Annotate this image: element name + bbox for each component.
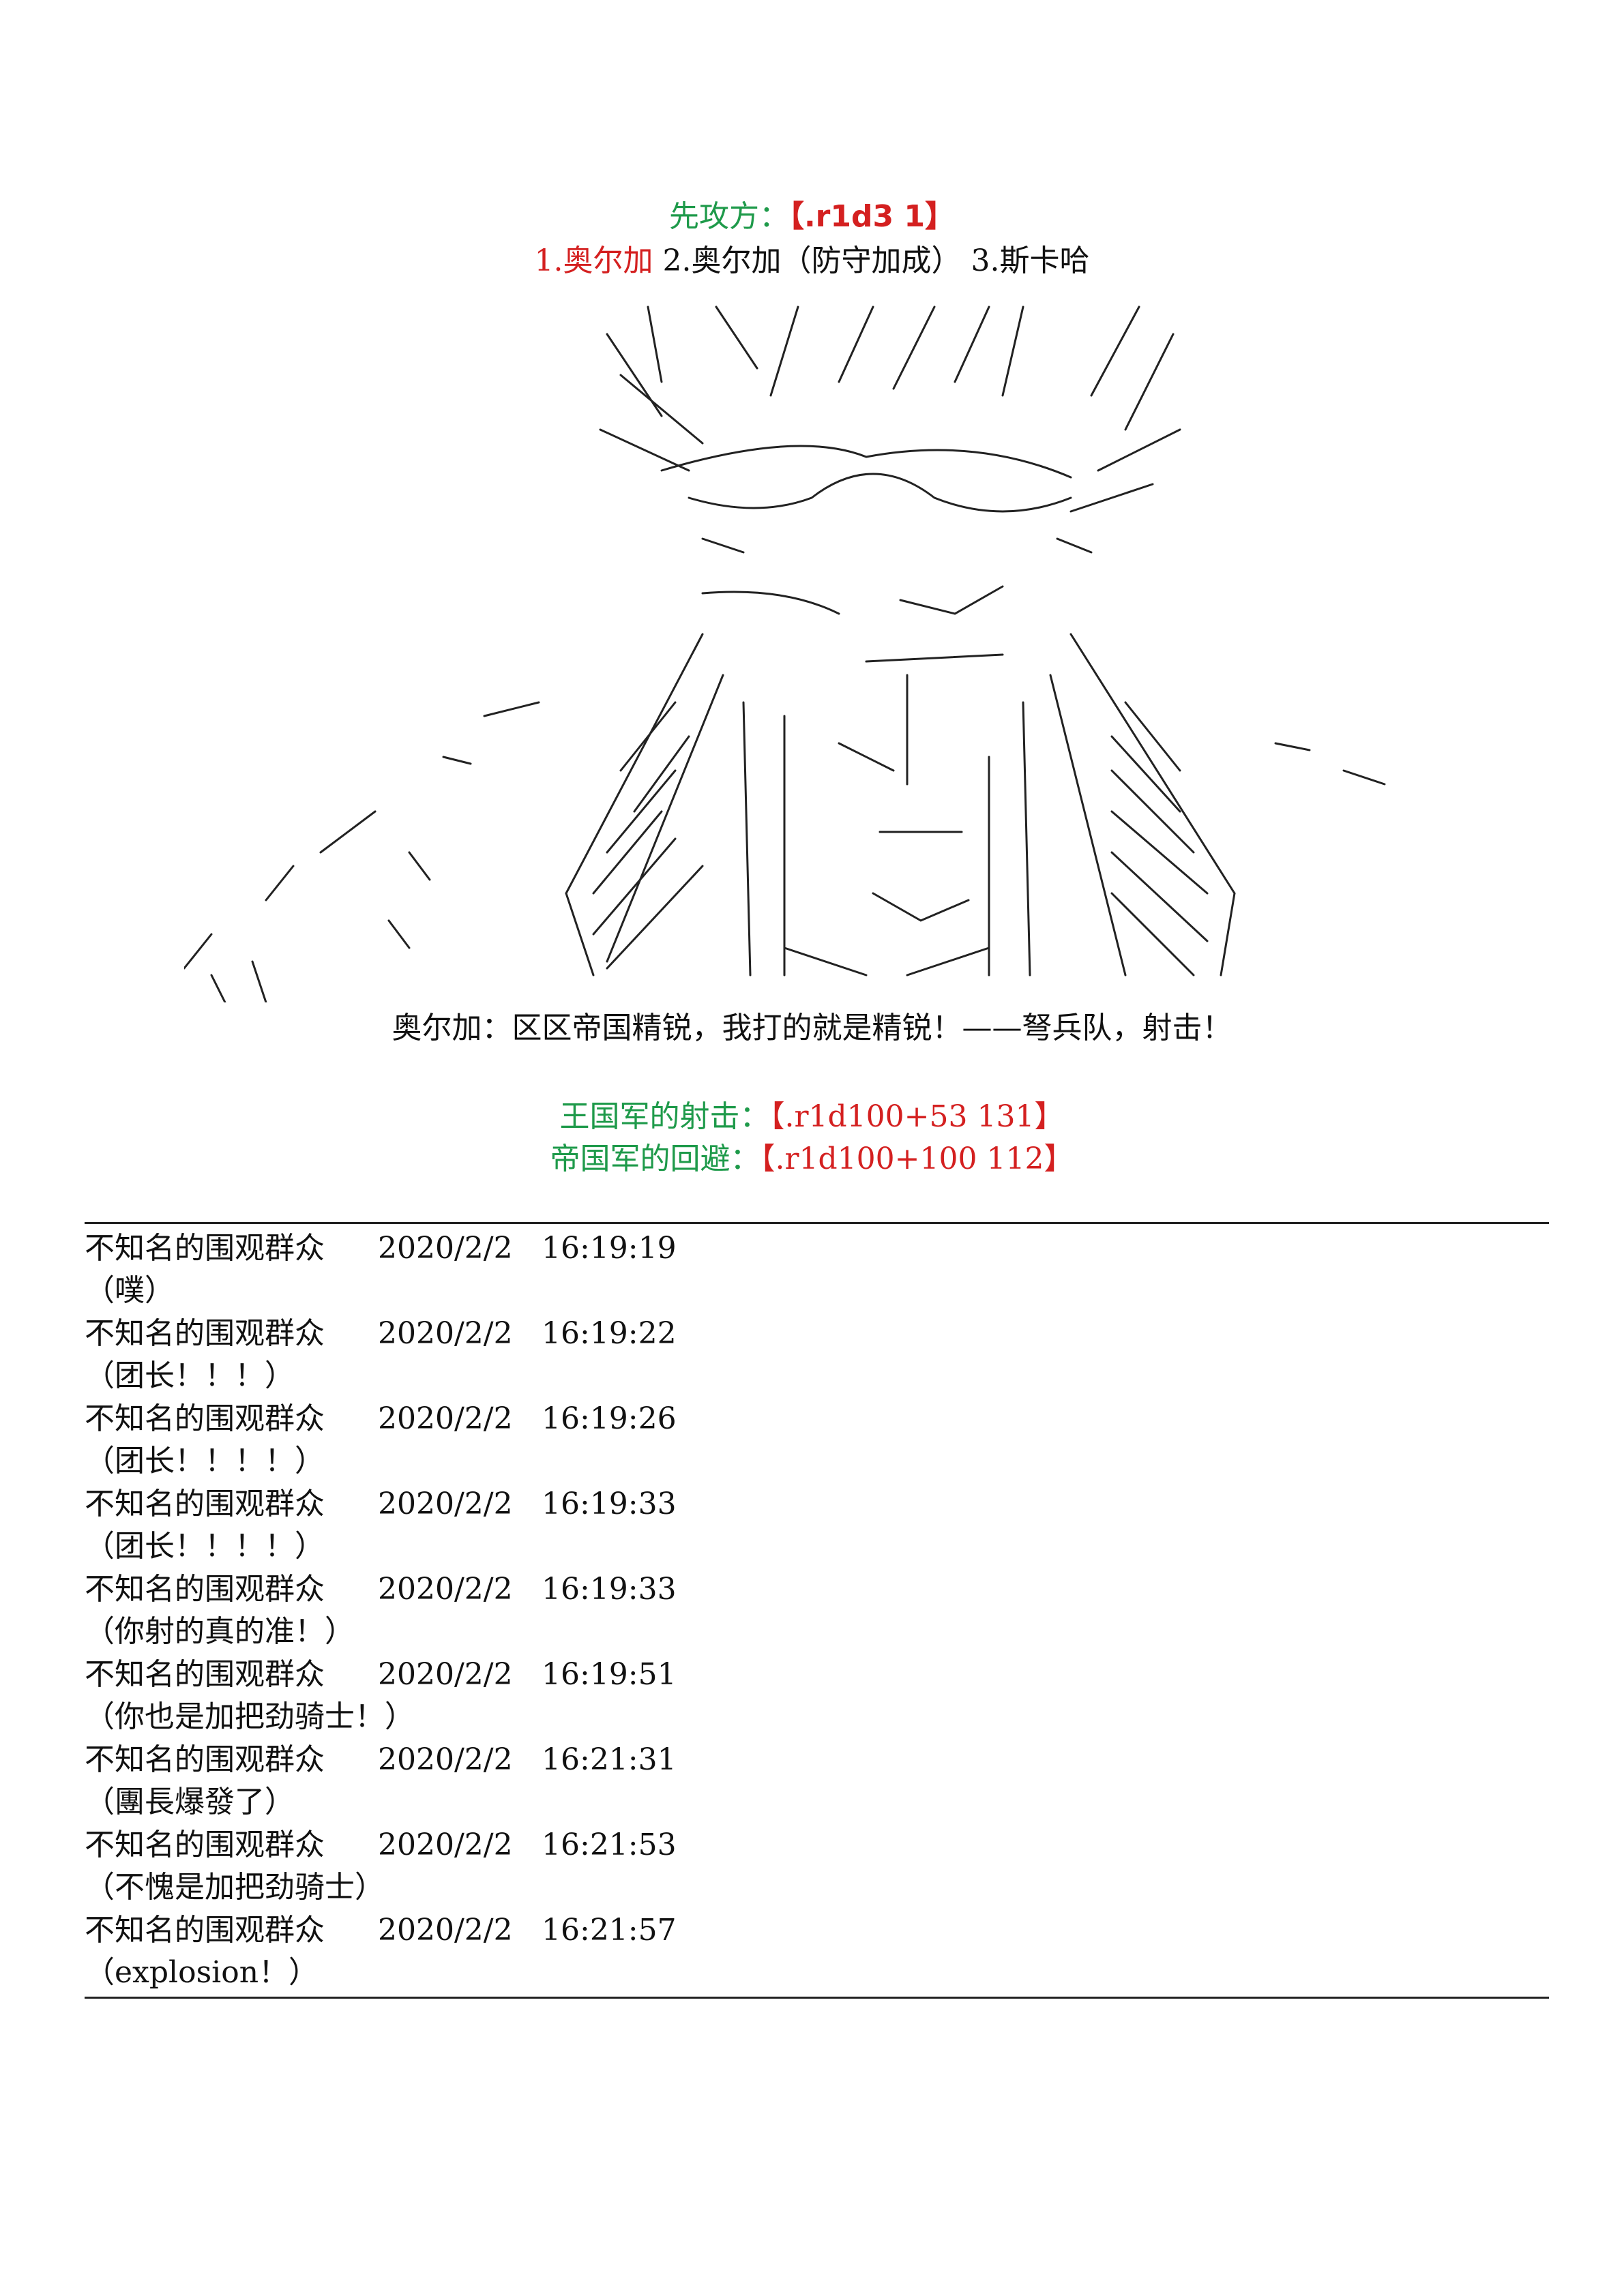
comment-text: （explosion！）: [85, 1955, 319, 1990]
comment-text: （团长！！！！）: [85, 1444, 325, 1478]
comment-user: 不知名的围观群众: [85, 1828, 325, 1862]
comment-item: 不知名的围观群众 2020/2/2 16:21:53 （不愧是加把劲骑士）: [85, 1824, 1549, 1909]
kingdom-shot-roll: 【.r1d100+53 131】: [769, 1099, 1065, 1134]
comment-user: 不知名的围观群众: [85, 1487, 325, 1521]
comment-date: 2020/2/2: [378, 1657, 513, 1692]
comment-text: （团长！！！！）: [85, 1529, 325, 1564]
empire-evade-line: 帝国军的回避：【.r1d100+100 112】: [0, 1140, 1624, 1178]
empire-evade-label: 帝国军的回避：: [550, 1142, 761, 1176]
dialogue-line: 奥尔加：区区帝国精锐，我打的就是精锐！——弩兵队，射击！: [392, 1011, 1232, 1045]
comment-item: 不知名的围观群众 2020/2/2 16:19:19 （噗）: [85, 1227, 1549, 1313]
comment-time: 16:21:53: [542, 1828, 677, 1862]
option-1: 1.奥尔加: [534, 243, 653, 278]
option-3: 3.斯卡哈: [971, 243, 1090, 278]
comment-time: 16:19:22: [542, 1316, 677, 1351]
comment-date: 2020/2/2: [378, 1913, 513, 1948]
comment-item: 不知名的围观群众 2020/2/2 16:19:33 （你射的真的准！）: [85, 1568, 1549, 1654]
comment-text: （噗）: [85, 1273, 175, 1308]
comment-user: 不知名的围观群众: [85, 1913, 325, 1948]
comment-list: 不知名的围观群众 2020/2/2 16:19:19 （噗） 不知名的围观群众 202…: [85, 1227, 1549, 1995]
comment-date: 2020/2/2: [378, 1401, 513, 1436]
comment-user: 不知名的围观群众: [85, 1572, 325, 1607]
option-2: 2.奥尔加（防守加成）: [662, 243, 962, 278]
first-attacker-label: 先攻方：: [668, 199, 789, 234]
comment-text: （团长！！！）: [85, 1358, 295, 1393]
comment-user: 不知名的围观群众: [85, 1657, 325, 1692]
comment-date: 2020/2/2: [378, 1742, 513, 1777]
comment-time: 16:19:33: [542, 1487, 677, 1521]
comment-time: 16:21:31: [542, 1742, 677, 1777]
comment-item: 不知名的围观群众 2020/2/2 16:21:31 （團長爆發了）: [85, 1739, 1549, 1824]
comment-text: （團長爆發了）: [85, 1785, 295, 1819]
comments-top-divider: [85, 1222, 1549, 1224]
comment-user: 不知名的围观群众: [85, 1231, 325, 1266]
kingdom-shot-line: 王国军的射击：【.r1d100+53 131】: [0, 1098, 1624, 1136]
comment-item: 不知名的围观群众 2020/2/2 16:19:33 （团长！！！！）: [85, 1483, 1549, 1568]
kingdom-shot-label: 王国军的射击：: [559, 1099, 770, 1134]
comment-time: 16:21:57: [542, 1913, 677, 1948]
comments-bottom-divider: [85, 1997, 1549, 1999]
comment-time: 16:19:26: [542, 1401, 677, 1436]
comment-time: 16:19:33: [542, 1572, 677, 1607]
comment-text: （你也是加把劲骑士！）: [85, 1699, 415, 1734]
comment-date: 2020/2/2: [378, 1231, 513, 1266]
comment-date: 2020/2/2: [378, 1572, 513, 1607]
comment-user: 不知名的围观群众: [85, 1742, 325, 1777]
ascii-art-illustration: [184, 305, 1386, 1002]
first-attacker-roll: 【.r1d3 1】: [788, 199, 956, 234]
first-attacker-line: 先攻方：【.r1d3 1】: [0, 198, 1624, 236]
comment-user: 不知名的围观群众: [85, 1401, 325, 1436]
comment-date: 2020/2/2: [378, 1828, 513, 1862]
comment-item: 不知名的围观群众 2020/2/2 16:21:57 （explosion！）: [85, 1909, 1549, 1995]
comment-item: 不知名的围观群众 2020/2/2 16:19:26 （团长！！！！）: [85, 1398, 1549, 1483]
comment-date: 2020/2/2: [378, 1487, 513, 1521]
comment-item: 不知名的围观群众 2020/2/2 16:19:51 （你也是加把劲骑士！）: [85, 1654, 1549, 1739]
comment-date: 2020/2/2: [378, 1316, 513, 1351]
comment-time: 16:19:19: [542, 1231, 677, 1266]
attacker-options: 1.奥尔加 2.奥尔加（防守加成） 3.斯卡哈: [0, 242, 1624, 280]
comment-user: 不知名的围观群众: [85, 1316, 325, 1351]
comment-text: （不愧是加把劲骑士）: [85, 1870, 385, 1905]
comment-time: 16:19:51: [542, 1657, 677, 1692]
empire-evade-roll: 【.r1d100+100 112】: [760, 1142, 1074, 1176]
comment-text: （你射的真的准！）: [85, 1614, 355, 1649]
comment-item: 不知名的围观群众 2020/2/2 16:19:22 （团长！！！）: [85, 1313, 1549, 1398]
